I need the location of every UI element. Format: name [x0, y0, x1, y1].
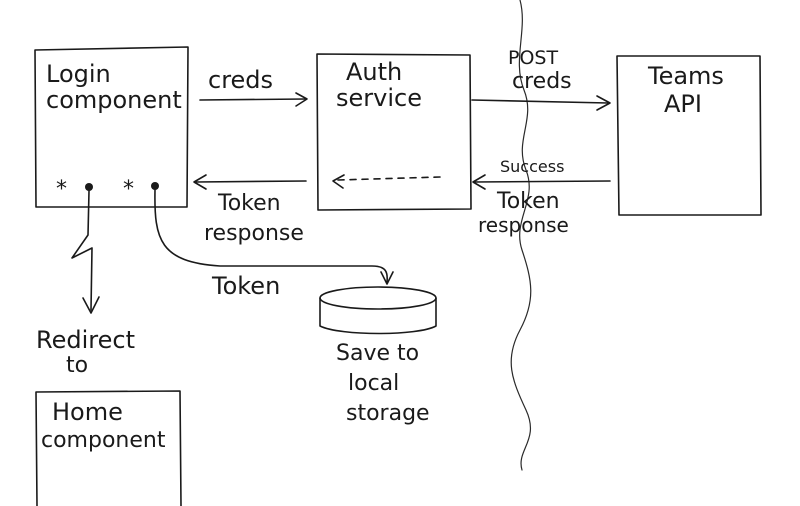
- teams-label-line1: Teams: [647, 62, 724, 90]
- login-label-line2: component: [46, 86, 182, 114]
- success-label: Success: [500, 157, 564, 176]
- teams-api-box: Teams API: [616, 55, 762, 216]
- token-response-arrow: Token response: [193, 174, 307, 246]
- storage-label-line3: storage: [346, 401, 430, 426]
- star-marker-2: *: [123, 177, 134, 202]
- login-component-box: Login component * *: [34, 46, 189, 208]
- creds-arrow: creds: [199, 66, 308, 107]
- post-creds-arrow: POST creds: [471, 47, 611, 111]
- login-label-line1: Login: [46, 60, 111, 88]
- post-label: POST: [508, 47, 558, 69]
- token-storage-arrow: Token: [154, 189, 394, 300]
- token-response-right-line2: response: [478, 213, 569, 237]
- teams-label-line2: API: [664, 90, 702, 118]
- redirect-label-line1: Redirect: [36, 326, 135, 354]
- port-dot-2: [151, 182, 159, 190]
- token-response-left-line2: response: [204, 221, 304, 246]
- auth-internal-dashed-arrow: [332, 174, 441, 189]
- home-label-line1: Home: [52, 398, 123, 426]
- storage-label-line2: local: [348, 371, 399, 396]
- home-component-box: Home component: [35, 390, 182, 506]
- star-marker-1: *: [56, 177, 67, 202]
- redirect-label-line2: to: [66, 353, 88, 378]
- port-dot-1: [85, 183, 93, 191]
- token-label: Token: [211, 272, 280, 300]
- redirect-arrow: Redirect to: [36, 190, 135, 378]
- token-response-left-line1: Token: [217, 191, 281, 216]
- storage-label-line1: Save to: [336, 341, 419, 366]
- creds-label: creds: [208, 66, 273, 94]
- home-label-line2: component: [41, 428, 166, 453]
- boundary-line: [510, 0, 532, 471]
- auth-service-box: Auth service: [316, 53, 472, 211]
- auth-label-line1: Auth: [346, 58, 402, 86]
- post-creds-label: creds: [512, 69, 572, 94]
- token-response-right-line1: Token: [496, 189, 560, 214]
- success-arrow: Success Token response: [472, 157, 611, 237]
- local-storage-database: Save to local storage: [319, 286, 437, 426]
- auth-label-line2: service: [336, 84, 422, 112]
